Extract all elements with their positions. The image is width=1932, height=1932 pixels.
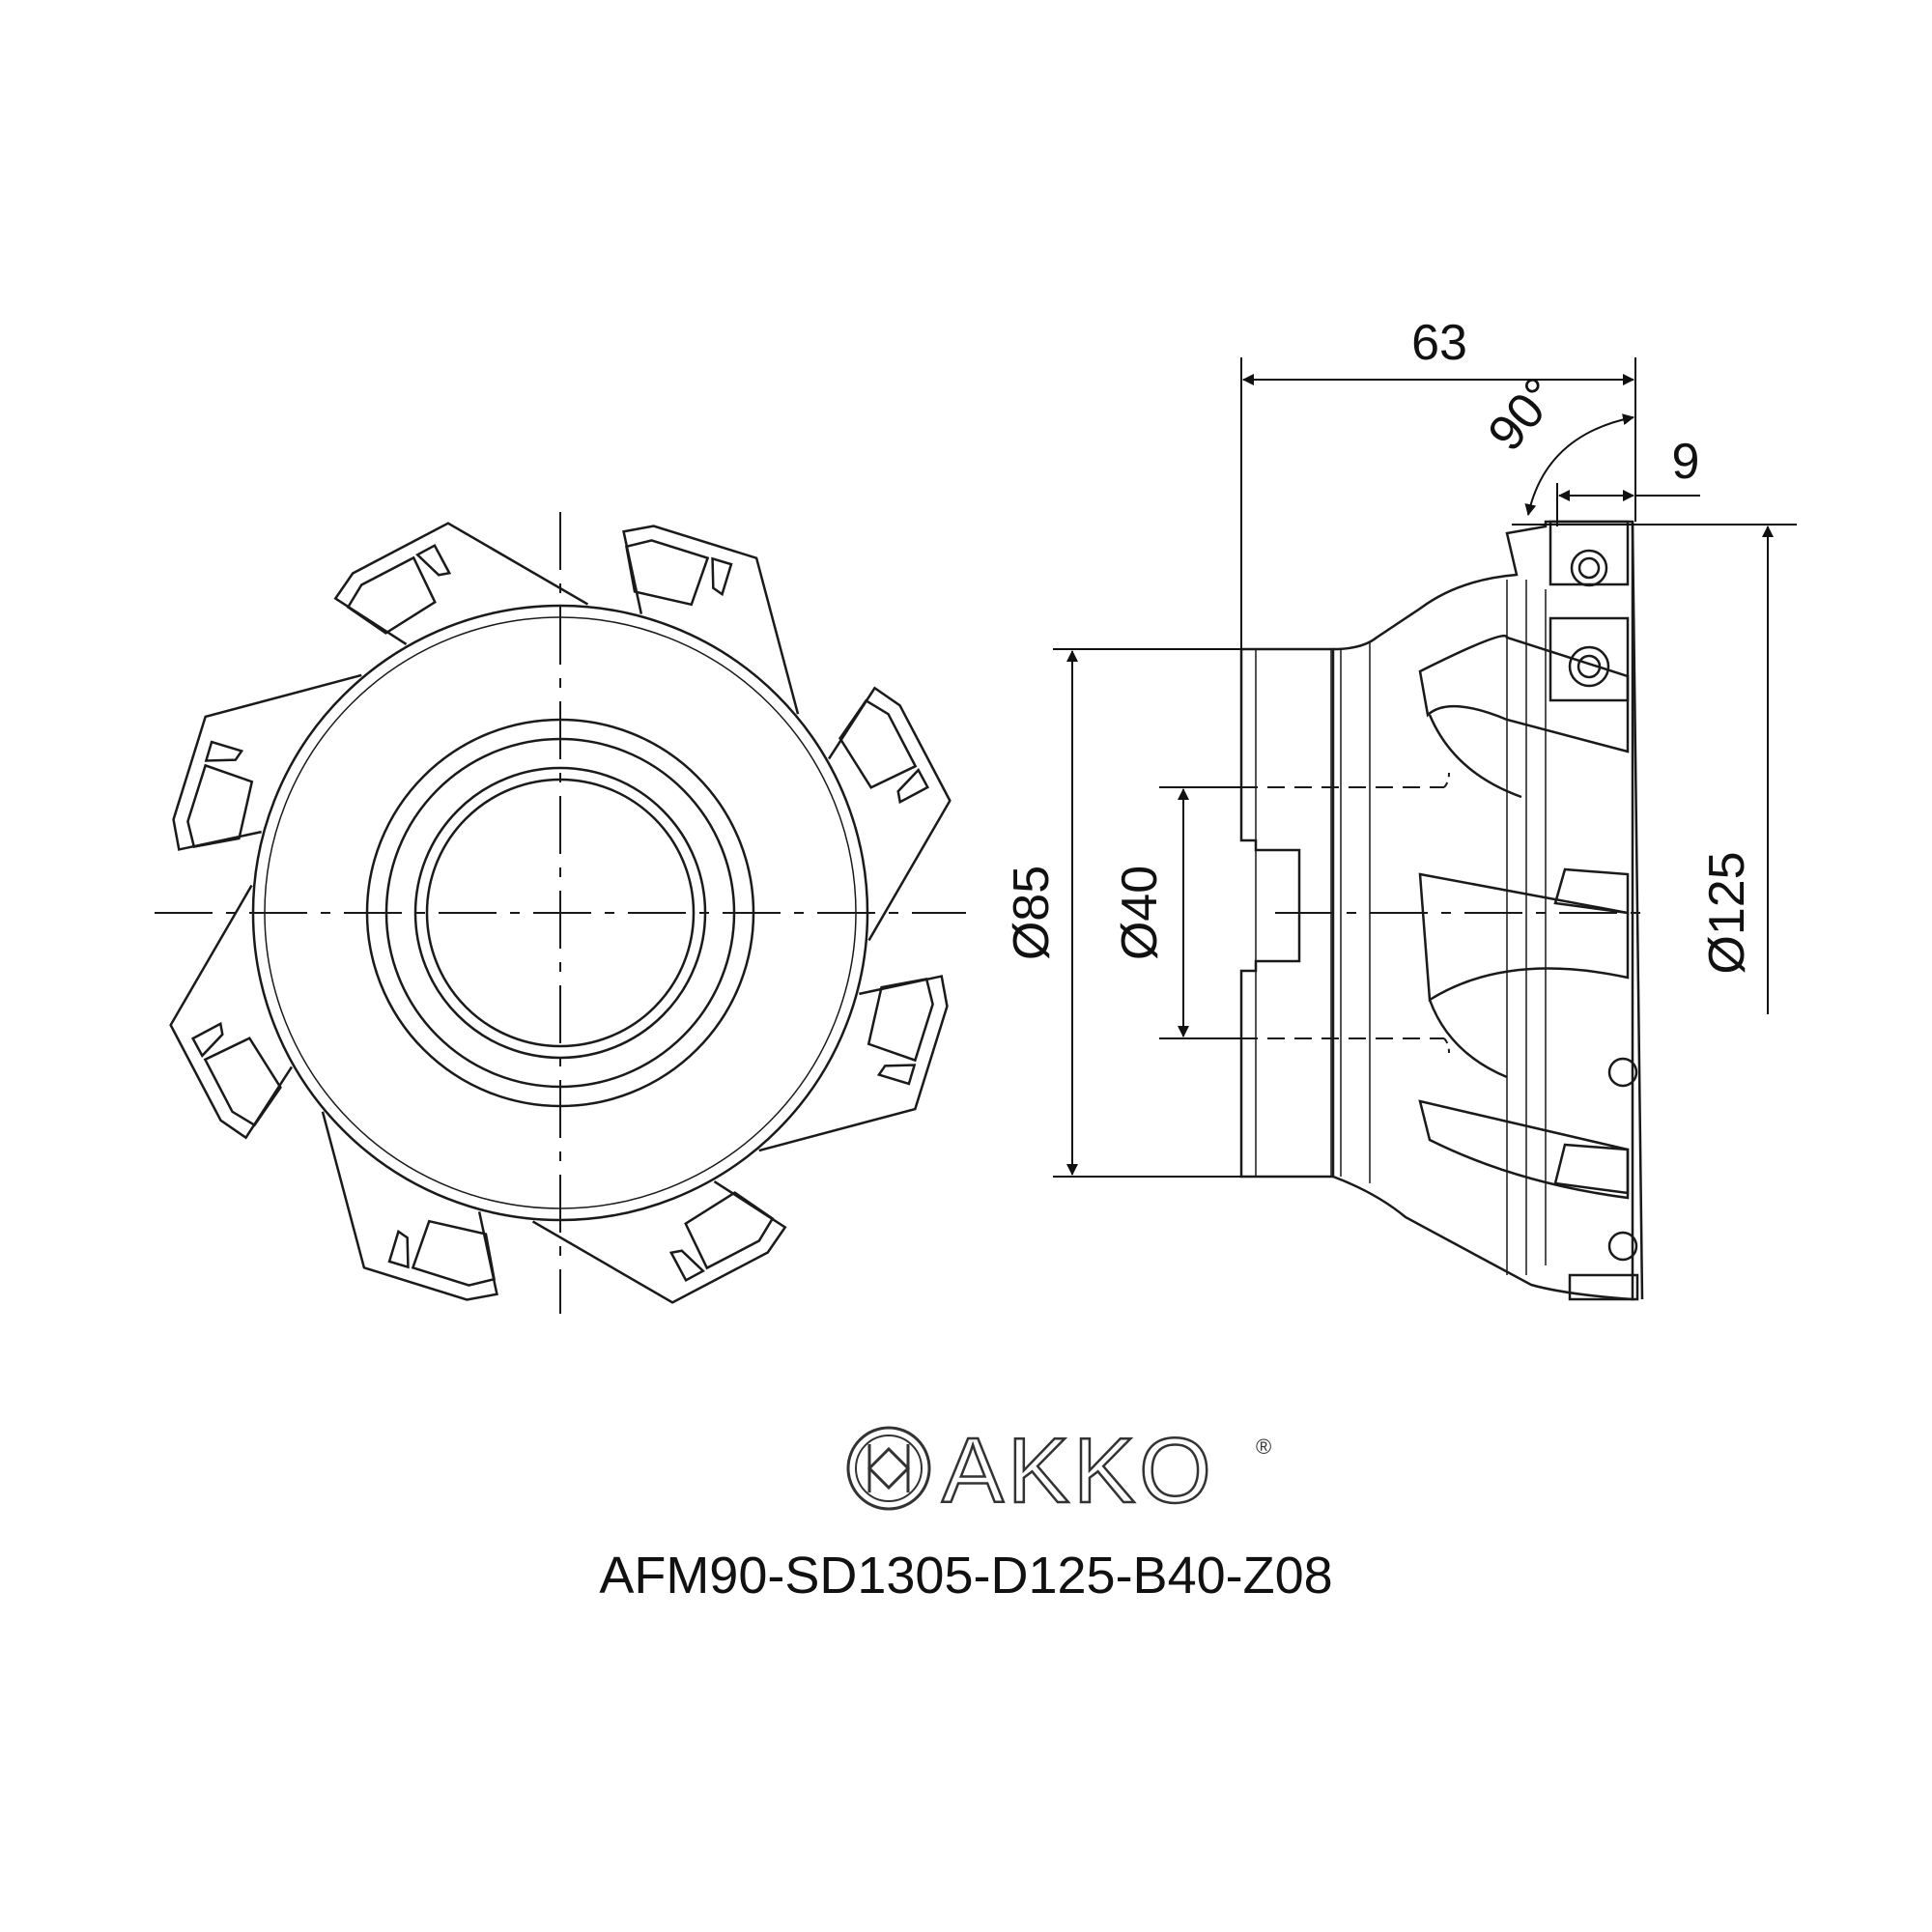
dim-90-label: 90°	[1477, 367, 1569, 462]
cutting-tooth	[333, 522, 589, 646]
cutting-teeth	[169, 522, 952, 1304]
cutting-tooth	[758, 975, 949, 1152]
tooth-pocket	[896, 768, 930, 805]
tooth-insert	[411, 1219, 497, 1287]
tooth-insert	[624, 539, 710, 607]
hub-circle-outer	[365, 718, 755, 1108]
side-insert-second-screw	[1568, 645, 1610, 688]
body-outer-circle-inner-edge	[264, 616, 857, 1209]
logo-registered-mark: ®	[1256, 1435, 1271, 1459]
side-insert-second	[1548, 616, 1630, 702]
flute-1	[1418, 634, 1630, 753]
cutting-tooth	[827, 686, 952, 942]
side-view	[1159, 520, 1644, 1301]
tooth-body	[333, 522, 589, 646]
dimensions	[1053, 357, 1797, 1178]
dim-63-label: 63	[1411, 315, 1467, 371]
tooth-body	[321, 1111, 498, 1301]
tooth-body	[531, 1179, 787, 1304]
tooth-insert	[838, 698, 918, 789]
tooth-pocket	[387, 1229, 410, 1269]
tooth-insert	[867, 977, 934, 1063]
logo-brand-text: AKKO	[942, 1419, 1215, 1522]
tooth-insert	[346, 555, 437, 635]
part-number: AFM90-SD1305-D125-B40-Z08	[599, 1547, 1333, 1605]
tooth-insert	[186, 763, 254, 849]
front-view	[155, 512, 966, 1314]
side-screw-1	[1607, 1057, 1638, 1088]
logo-emblem-inner	[855, 1435, 923, 1502]
hidden-bore-curve-top	[1443, 772, 1450, 788]
flute-curve-2	[1428, 999, 1508, 1079]
side-insert-top	[1548, 520, 1630, 586]
side-insert-middle	[1553, 867, 1630, 915]
flute-curve-1	[1428, 714, 1522, 799]
side-insert-top-screw-inner	[1577, 556, 1601, 580]
tooth-insert	[684, 1191, 775, 1270]
side-insert-second-screw-inner	[1577, 654, 1602, 679]
bore-circle-outer	[413, 766, 707, 1060]
dimension-labels: 63 90° 9 Ø85 Ø40 Ø125	[1004, 315, 1755, 975]
side-insert-bottom	[1568, 1273, 1639, 1301]
flute-3	[1418, 1099, 1630, 1200]
side-insert-top-screw	[1570, 549, 1608, 587]
hub-circle-middle	[384, 737, 736, 1089]
tooth-pocket	[876, 1064, 917, 1086]
tooth-pocket	[204, 740, 244, 762]
cutting-tooth	[531, 1179, 787, 1304]
dim-9-label: 9	[1672, 434, 1700, 490]
dim-125-label: Ø125	[1699, 851, 1755, 974]
tooth-pocket	[415, 543, 452, 577]
tooth-pocket	[668, 1249, 705, 1283]
body-outer-circle	[251, 604, 869, 1222]
tooth-body	[169, 884, 294, 1140]
hidden-bore-curve-bottom	[1443, 1037, 1450, 1054]
cutting-tooth	[622, 525, 800, 715]
cutter-body-outline	[1332, 520, 1634, 1301]
logo-emblem-mark	[867, 1444, 911, 1492]
dim-85-label: Ø85	[1004, 866, 1060, 960]
side-insert-lower	[1553, 1143, 1630, 1195]
bore-circle-inner	[425, 778, 696, 1048]
dim-90-arc	[1524, 413, 1634, 516]
cutter-face-line	[1631, 521, 1644, 1300]
tooth-body	[758, 975, 949, 1152]
flute-2	[1418, 872, 1630, 1003]
tooth-body	[622, 525, 800, 715]
tooth-pocket	[711, 556, 733, 597]
logo-emblem-outer	[846, 1426, 931, 1511]
tooth-pocket	[190, 1021, 224, 1058]
tooth-body	[172, 673, 362, 851]
tooth-insert	[203, 1037, 282, 1127]
dim-40-label: Ø40	[1112, 866, 1168, 960]
cutting-tooth	[169, 884, 294, 1140]
akko-logo: AKKO ®	[846, 1418, 1271, 1523]
cutting-tooth	[321, 1111, 498, 1301]
tooth-body	[827, 686, 952, 942]
side-screw-2	[1607, 1231, 1638, 1262]
cutting-tooth	[172, 673, 362, 851]
